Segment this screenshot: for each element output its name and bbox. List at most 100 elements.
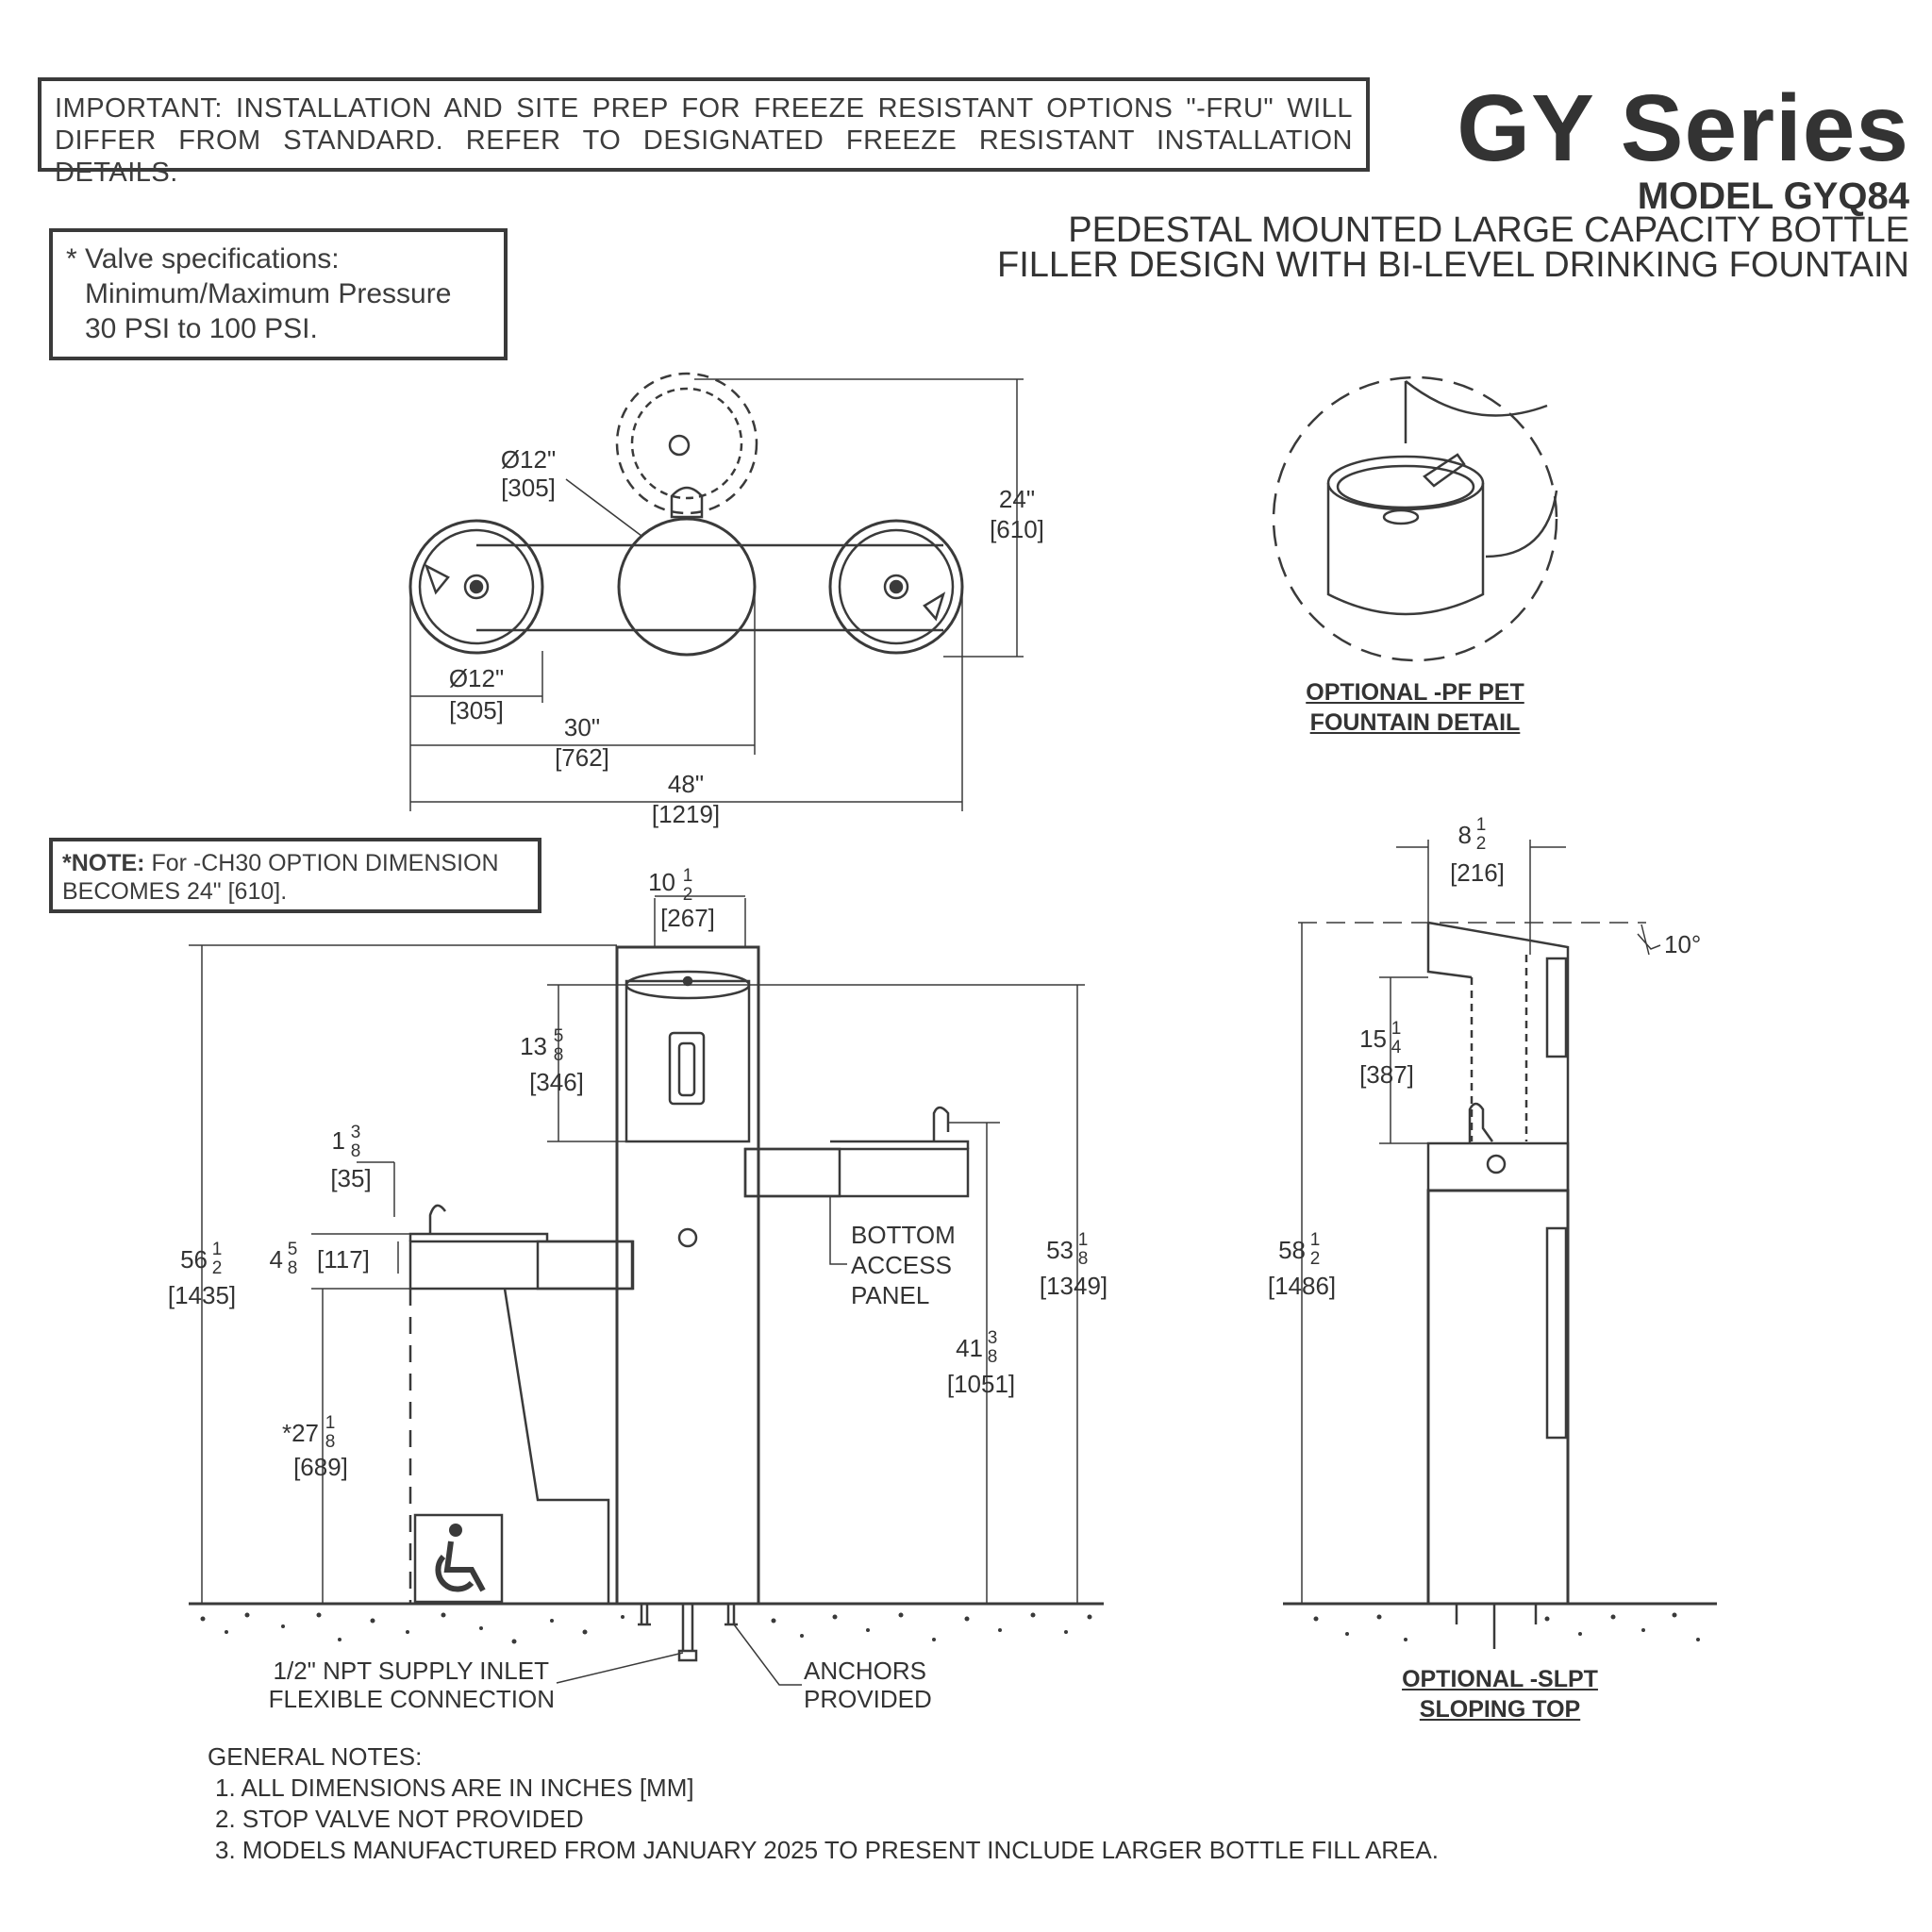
h53-den: 8 (1078, 1249, 1089, 1269)
pet-caption-2: FOUNTAIN DETAIL (1309, 709, 1521, 736)
pet-caption-1: OPTIONAL -PF PET (1306, 679, 1524, 706)
note-text-1: For -CH30 OPTION DIMENSION (144, 850, 499, 876)
side-h15-num: 1 (1391, 1019, 1402, 1039)
pedestal-hole (677, 1227, 698, 1248)
inlet-label-1: 1/2" NPT SUPPLY INLET (274, 1657, 550, 1685)
side-view: 8 1 2 [216] 10° 15 1 4 [387] 58 1 2 [148… (1268, 815, 1717, 1649)
side-h58-whole: 58 (1278, 1236, 1306, 1264)
low-bubbler (428, 1204, 447, 1234)
side-h58-mm: [1486] (1268, 1272, 1336, 1300)
side-ground-hatch (1313, 1612, 1700, 1641)
important-notice: IMPORTANT: INSTALLATION AND SITE PREP FO… (38, 77, 1370, 188)
side-width-num: 1 (1476, 815, 1487, 835)
h41-whole: 41 (956, 1334, 983, 1362)
slpt-caption-2: SLOPING TOP (1419, 1696, 1581, 1723)
side-angle-leader (1637, 933, 1661, 950)
fill-height-num: 5 (554, 1026, 564, 1046)
slpt-caption: OPTIONAL -SLPT SLOPING TOP (1358, 1664, 1641, 1724)
low-bowl (408, 1240, 635, 1291)
accessibility-icon (435, 1554, 475, 1592)
anchor-right (724, 1604, 738, 1626)
h41-den: 8 (988, 1347, 998, 1367)
low-height-num: 1 (325, 1413, 336, 1433)
anchor-leader (733, 1624, 802, 1686)
pet-caption: OPTIONAL -PF PET FOUNTAIN DETAIL (1283, 677, 1547, 738)
pet-bowl-body (1326, 483, 1485, 616)
h53-mm: [1349] (1040, 1272, 1108, 1300)
low-height-whole: *27 (282, 1419, 319, 1447)
bowl-num: 5 (288, 1240, 298, 1259)
side-h15-whole: 15 (1359, 1024, 1387, 1053)
low-bowl-joint (536, 1240, 634, 1291)
description-line-1: PEDESTAL MOUNTED LARGE CAPACITY BOTTLE (1068, 210, 1909, 250)
right-bowl-inner (838, 528, 955, 645)
depth-label: 24" (999, 485, 1035, 513)
h41-mm: [1051] (947, 1370, 1015, 1398)
accessibility-body (443, 1541, 486, 1592)
dia-bottom-label: Ø12" (449, 664, 504, 692)
top-band (476, 543, 943, 632)
right-drain-dot (889, 579, 904, 594)
general-notes-title: GENERAL NOTES: (208, 1742, 423, 1771)
side-valve-knob (1486, 1154, 1507, 1174)
bottle-filler-nozzle (682, 975, 693, 987)
side-bubbler (1468, 1102, 1494, 1143)
side-width-mm: [216] (1450, 858, 1505, 887)
front-pedestal (615, 945, 760, 1606)
h53-num: 1 (1078, 1230, 1089, 1250)
side-upper-panel (1545, 957, 1568, 1058)
general-note-2: 2. STOP VALVE NOT PROVIDED (215, 1805, 584, 1833)
high-bowl (743, 1147, 970, 1198)
general-notes: GENERAL NOTES: 1. ALL DIMENSIONS ARE IN … (208, 1741, 1439, 1866)
depth-mm: [610] (990, 515, 1044, 543)
knee-clearance-line (503, 1288, 610, 1604)
bottle-icon (677, 1041, 696, 1097)
upper-bowl-outline (615, 372, 758, 515)
side-anchors (1455, 1604, 1538, 1649)
valve-line-1: * Valve specifications: (66, 243, 340, 275)
supply-inlet (677, 1604, 698, 1662)
accessibility-frame (413, 1513, 504, 1604)
pet-pedestal-lower (1485, 490, 1558, 558)
pet-pedestal-curve (1404, 380, 1548, 443)
side-h15-den: 4 (1391, 1038, 1402, 1058)
bottle-filler-recess (625, 979, 751, 1143)
top-width-num: 1 (683, 866, 693, 886)
dia-top-leader (565, 478, 642, 537)
upper-bowl-inner (630, 387, 743, 500)
anchor-label-1: ANCHORS (804, 1657, 926, 1685)
access-panel-2: ACCESS (851, 1251, 952, 1279)
front-view: 10 1 2 [267] 13 5 8 [346] 1 3 8 [35] 4 5… (168, 866, 1108, 1713)
pet-detail-circle (1272, 375, 1558, 662)
top-width-whole: 10 (648, 868, 675, 896)
side-bowl (1426, 1141, 1570, 1192)
top-width-den: 2 (683, 885, 693, 905)
bowl-whole: 4 (270, 1245, 283, 1274)
general-note-3: 3. MODELS MANUFACTURED FROM JANUARY 2025… (215, 1836, 1439, 1864)
fill-height-den: 8 (554, 1045, 564, 1065)
width-48-label: 48" (668, 770, 704, 798)
access-panel-3: PANEL (851, 1281, 929, 1309)
upper-bubbler (670, 486, 704, 519)
pet-bowl-top (1326, 455, 1485, 511)
panel-leader (829, 1196, 847, 1265)
width-30-label: 30" (564, 713, 600, 741)
high-bowl-joint (743, 1147, 841, 1198)
accessibility-head (449, 1524, 462, 1537)
spout-whole: 1 (332, 1126, 345, 1155)
total-height-mm: [1435] (168, 1281, 236, 1309)
total-height-den: 2 (212, 1258, 223, 1278)
high-bubbler (932, 1106, 950, 1141)
side-sloping-top (1426, 921, 1570, 1191)
upper-drain-icon (668, 434, 691, 457)
total-height-num: 1 (212, 1240, 223, 1259)
dia-top-label: Ø12" (501, 445, 556, 474)
ch30-note-box: *NOTE: For -CH30 OPTION DIMENSION BECOME… (49, 838, 541, 913)
low-height-mm: [689] (293, 1453, 348, 1481)
total-height-whole: 56 (180, 1245, 208, 1274)
anchor-left (638, 1604, 651, 1626)
product-description: PEDESTAL MOUNTED LARGE CAPACITY BOTTLE F… (997, 210, 1909, 283)
brand-title: GY Series (1457, 75, 1909, 181)
pedestal-circle (617, 517, 757, 657)
pet-fountain-detail (1272, 375, 1558, 662)
